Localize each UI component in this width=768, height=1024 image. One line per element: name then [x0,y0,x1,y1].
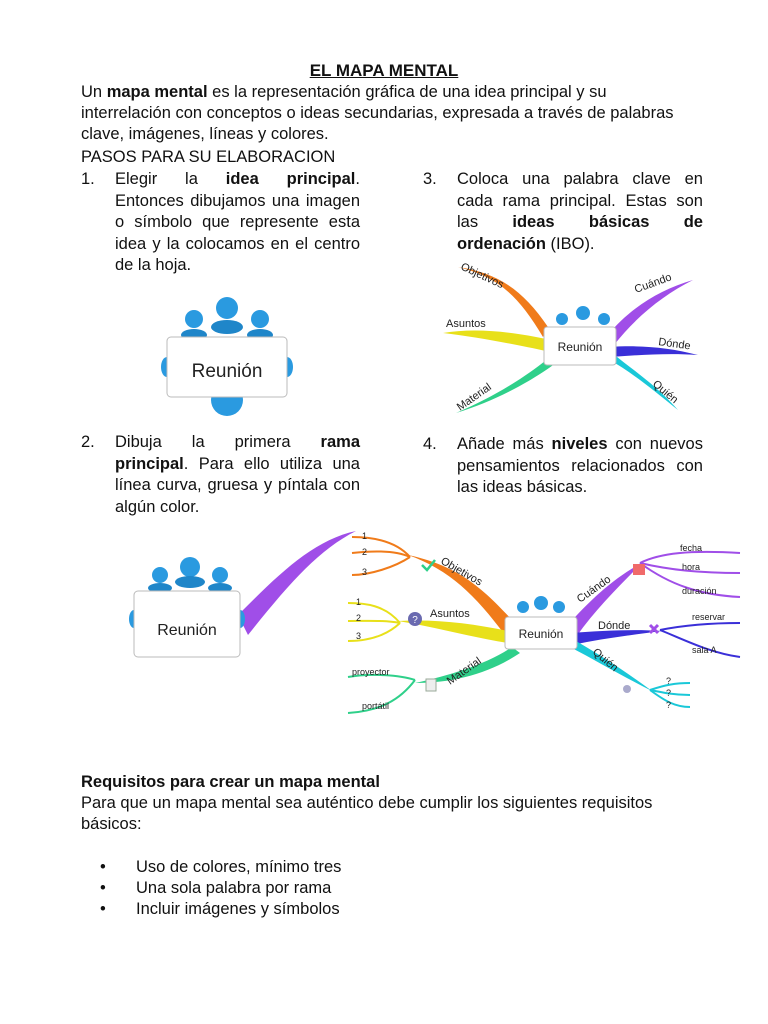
step-1-text: Elegir la idea principal. Entonces dibuj… [115,170,360,274]
label-donde: Dónde [598,620,630,632]
central-idea-label: Reunión [192,361,263,382]
sub-label: 1 [362,531,367,541]
people-small-icon [623,685,631,693]
central-idea-card [543,326,617,366]
branch-quien [608,353,678,410]
figure-main-branches: Reunión Objetivos Asuntos Material Cuánd… [443,261,698,413]
central-idea-label: Reunión [519,627,564,641]
document-icon [425,678,437,692]
step-2-number: 2. [81,433,95,451]
list-item: Uso de colores, mínimo tres [100,857,341,878]
central-idea-label: Reunión [157,622,217,639]
arrows-icon [648,623,660,635]
sub-label: hora [682,562,700,572]
step-4-text: Añade más niveles con nuevos pensamiento… [457,435,703,496]
people-icon [517,596,565,613]
sub-label: 3 [362,567,367,577]
sub-label: sala A [692,645,717,655]
requirements-heading: Requisitos para crear un mapa mental [81,773,380,791]
figure-first-branch: Reunión [129,531,356,658]
branch-first [238,531,356,635]
branch-asuntos [398,620,508,643]
steps-heading: PASOS PARA SU ELABORACION [81,148,336,166]
question-icon-glyph: ? [412,615,418,626]
sub-label: 1 [356,597,361,607]
label-asuntos: Asuntos [430,608,470,620]
figure-central-idea: Reunión [161,297,293,416]
sub-label: 3 [356,631,361,641]
sub-label: fecha [680,543,702,553]
sub-label: ? [666,676,671,686]
branch-quien [570,641,652,691]
central-idea-card [133,590,241,658]
figure-more-levels: Reunión Objetivos Asuntos Material Cuánd… [347,531,741,714]
sub-label: 2 [356,613,361,623]
central-idea-card [166,336,288,398]
branch-donde [610,346,698,357]
branch-asuntos [443,330,546,351]
question-icon [408,612,422,626]
step-3-number: 3. [423,170,437,188]
branch-material [415,647,520,683]
list-item: Incluir imágenes y símbolos [100,899,341,920]
branch-cuando [568,563,642,637]
step-2-text: Dibuja la primera rama principal. Para e… [115,433,360,516]
requirements-list: Uso de colores, mínimo tres Una sola pal… [100,857,341,920]
list-item: Una sola palabra por rama [100,878,341,899]
branch-donde [572,630,662,645]
requirements-paragraph: Para que un mapa mental sea auténtico de… [81,794,653,833]
check-icon [421,559,436,572]
sub-label: 2 [362,547,367,557]
label-material: Material [455,381,494,413]
sub-label: duración [682,586,717,596]
sub-label: proyector [352,667,390,677]
central-idea-card [504,616,578,650]
intro-paragraph: Un mapa mental es la representación gráf… [81,83,674,143]
branch-objetivos [408,555,512,635]
step-3-text: Coloca una palabra clave en cada rama pr… [457,170,703,253]
sub-label: ? [666,700,671,710]
sub-branches [347,536,741,714]
calendar-icon [633,564,645,575]
sub-label: portátil [362,701,389,711]
central-idea-label: Reunión [558,340,603,354]
page-title: EL MAPA MENTAL [309,61,459,80]
people-icon [556,306,610,325]
sub-label: ? [666,688,671,698]
label-asuntos: Asuntos [446,318,486,330]
step-4-number: 4. [423,435,437,453]
label-objetivos: Objetivos [459,261,506,291]
branch-objetivos [458,267,548,337]
label-donde: Dónde [658,336,692,352]
step-1-number: 1. [81,170,95,188]
sub-label: reservar [692,612,725,622]
label-quien: Quién [650,378,680,406]
